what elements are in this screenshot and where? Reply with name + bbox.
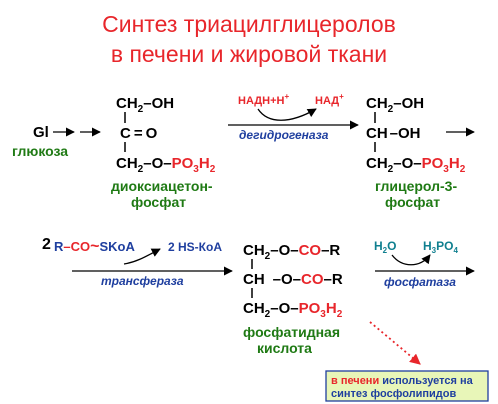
dhap-row-3: CH2–O–PO3H2 — [116, 155, 216, 175]
note-line-2: синтез фосфолипидов — [331, 388, 457, 400]
g3p-name-1: глицерол-3- — [375, 178, 457, 194]
pa-row-2: CH–O–CO–R — [243, 271, 343, 288]
dhap-row-1: CH2–OH — [116, 95, 174, 115]
dhap-name-1: диоксиацетон- — [111, 178, 213, 194]
cofactor-curve-arrow — [257, 108, 317, 121]
hscoa-label: 2 HS-КоА — [168, 240, 222, 254]
g3p-row-1: CH2–OH — [366, 95, 424, 115]
acyl-coa-formula: R–CO~SKoA — [54, 238, 135, 255]
glucose-symbol: Gl — [33, 124, 49, 141]
water-curve-arrow — [391, 254, 431, 266]
pa-structure: CH2–O–CO–R CH–O–CO–R CH2–O–PO3H2 — [243, 242, 343, 320]
note-pointer-arrow — [369, 321, 421, 365]
note-box — [325, 370, 489, 402]
phosphatase-label: фосфатаза — [384, 275, 456, 289]
pa-row-3: CH2–O–PO3H2 — [243, 300, 343, 320]
title-line-1: Синтез триацилглицеролов — [102, 11, 396, 37]
phosphoric-acid-label: H3PO4 — [423, 239, 458, 255]
dhap-name-2: фосфат — [131, 194, 186, 210]
g3p-name-2: фосфат — [385, 194, 440, 210]
pa-name-1: фосфатидная — [243, 324, 340, 340]
g3p-row-3: CH2–O–PO3H2 — [366, 155, 466, 175]
transferase-label: трансфераза — [101, 274, 184, 288]
dehydrogenase-label: дегидрогеназа — [239, 128, 329, 142]
hscoa-curve-arrow — [123, 248, 161, 265]
title-line-2: в печени и жировой ткани — [111, 41, 387, 67]
g3p-row-2: CH–OH — [366, 125, 421, 142]
nadh-label: НАДН+Н+ — [238, 92, 289, 107]
pa-row-1: CH2–O–CO–R — [243, 242, 340, 262]
dhap-row-2: C=O — [120, 125, 158, 142]
dhap-structure: CH2–OH C=O CH2–O–PO3H2 — [116, 95, 216, 175]
g3p-structure: CH2–OH CH–OH CH2–O–PO3H2 — [366, 95, 466, 175]
glucose-label: глюкоза — [12, 143, 68, 159]
pa-name-2: кислота — [257, 340, 312, 356]
nad-label: НАД+ — [315, 92, 344, 107]
water-label: H2O — [374, 239, 396, 255]
note-line-1: в печени используется на — [331, 375, 474, 387]
acyl-coef: 2 — [42, 236, 51, 253]
